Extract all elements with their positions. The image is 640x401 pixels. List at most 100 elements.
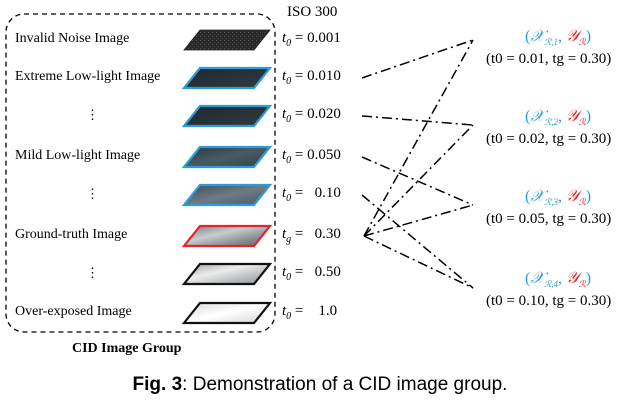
input-subscript: ℛ,2 bbox=[544, 117, 559, 128]
exposure-number: = 0.001 bbox=[291, 30, 341, 46]
connector-line-2 bbox=[363, 39, 474, 237]
exposure-number: = 0.50 bbox=[291, 264, 341, 280]
connector-lines bbox=[361, 39, 474, 289]
exposure-value: t0 = 0.10 bbox=[282, 185, 341, 204]
input-symbol: 𝒳 bbox=[530, 270, 545, 287]
open-paren: ( bbox=[525, 108, 531, 125]
exposure-symbol: t bbox=[282, 106, 287, 122]
exposure-value: t0 = 0.001 bbox=[282, 30, 341, 49]
pair-label: (𝒳ℛ,1, 𝒴ℛ) bbox=[525, 28, 591, 48]
exposure-number: = 1.0 bbox=[291, 303, 338, 319]
exposure-subscript: 0 bbox=[286, 272, 292, 283]
exposure-number: = 0.020 bbox=[291, 106, 341, 122]
exposure-symbol: t bbox=[282, 185, 287, 201]
target-subscript: ℛ bbox=[578, 279, 586, 290]
input-subscript: ℛ,1 bbox=[544, 37, 559, 48]
open-paren: ( bbox=[525, 188, 531, 205]
target-symbol: 𝒴 bbox=[566, 108, 579, 125]
exposure-number: = 0.050 bbox=[291, 147, 341, 163]
connector-line-6 bbox=[363, 204, 474, 237]
row-label: Mild Low-light Image bbox=[15, 148, 141, 163]
figure-caption: Fig. 3: Demonstration of a CID image gro… bbox=[0, 374, 640, 396]
exposure-subscript: 0 bbox=[286, 38, 292, 49]
close-paren: ) bbox=[585, 28, 592, 45]
pair-parameters: (t0 = 0.05, tg = 0.30) bbox=[486, 211, 612, 227]
ellipsis-dots: ⋮ bbox=[86, 107, 99, 122]
image-plane-1 bbox=[183, 29, 271, 51]
pair-parameters: (t0 = 0.02, tg = 0.30) bbox=[486, 131, 612, 147]
exposure-value: t0 = 0.010 bbox=[282, 68, 341, 87]
open-paren: ( bbox=[525, 270, 531, 287]
exposure-value: t0 = 1.0 bbox=[282, 303, 337, 322]
exposure-subscript: 0 bbox=[286, 311, 292, 322]
row-label: Extreme Low-light Image bbox=[15, 69, 161, 84]
exposure-value: tg = 0.30 bbox=[282, 226, 341, 245]
close-paren: ) bbox=[585, 270, 592, 287]
exposure-value: t0 = 0.020 bbox=[282, 106, 341, 125]
connector-line-4 bbox=[363, 124, 474, 237]
caption-text: : Demonstration of a CID image group. bbox=[182, 374, 508, 395]
target-subscript: ℛ bbox=[578, 37, 586, 48]
open-paren: ( bbox=[525, 28, 531, 45]
comma: , bbox=[558, 188, 567, 205]
iso-label: ISO 300 bbox=[287, 4, 338, 20]
target-subscript: ℛ bbox=[578, 197, 586, 208]
input-symbol: 𝒳 bbox=[530, 108, 545, 125]
connector-line-1 bbox=[361, 39, 474, 79]
exposure-subscript: g bbox=[286, 234, 292, 245]
exposure-number: = 0.10 bbox=[291, 185, 341, 201]
input-subscript: ℛ,4 bbox=[544, 279, 559, 290]
target-subscript: ℛ bbox=[578, 117, 586, 128]
row-label: Ground-truth Image bbox=[15, 227, 128, 242]
input-symbol: 𝒳 bbox=[530, 28, 545, 45]
connector-line-5 bbox=[361, 156, 474, 206]
connector-line-7 bbox=[361, 194, 474, 289]
comma: , bbox=[558, 270, 567, 287]
cid-group-box bbox=[5, 13, 276, 333]
exposure-symbol: t bbox=[282, 226, 287, 242]
caption-prefix: Fig. 3 bbox=[132, 374, 183, 395]
image-plane-6 bbox=[181, 224, 273, 248]
group-title: CID Image Group bbox=[72, 341, 182, 356]
exposure-symbol: t bbox=[282, 147, 287, 163]
image-plane-4 bbox=[181, 145, 273, 169]
exposure-symbol: t bbox=[282, 264, 287, 280]
image-plane-3 bbox=[181, 104, 273, 128]
exposure-symbol: t bbox=[282, 30, 287, 46]
pair-label: (𝒳ℛ,2, 𝒴ℛ) bbox=[525, 108, 591, 128]
image-plane-7 bbox=[181, 262, 273, 286]
target-symbol: 𝒴 bbox=[566, 188, 579, 205]
comma: , bbox=[558, 28, 567, 45]
pair-parameters: (t0 = 0.01, tg = 0.30) bbox=[486, 51, 612, 67]
pair-label: (𝒳ℛ,3, 𝒴ℛ) bbox=[525, 188, 591, 208]
row-label: Invalid Noise Image bbox=[15, 31, 130, 46]
exposure-value: t0 = 0.50 bbox=[282, 264, 341, 283]
image-plane-8 bbox=[181, 301, 273, 325]
exposure-value: t0 = 0.050 bbox=[282, 147, 341, 166]
image-plane-2 bbox=[181, 66, 273, 90]
pair-label: (𝒳ℛ,4, 𝒴ℛ) bbox=[525, 270, 591, 290]
exposure-subscript: 0 bbox=[286, 193, 292, 204]
exposure-symbol: t bbox=[282, 303, 287, 319]
target-symbol: 𝒴 bbox=[566, 270, 579, 287]
ellipsis-dots: ⋮ bbox=[86, 186, 99, 201]
exposure-subscript: 0 bbox=[286, 76, 292, 87]
close-paren: ) bbox=[585, 188, 592, 205]
comma: , bbox=[558, 108, 567, 125]
image-plane-5 bbox=[181, 183, 273, 207]
exposure-subscript: 0 bbox=[286, 114, 292, 125]
close-paren: ) bbox=[585, 108, 592, 125]
pair-parameters: (t0 = 0.10, tg = 0.30) bbox=[486, 293, 612, 309]
connector-line-3 bbox=[361, 115, 474, 126]
image-planes bbox=[181, 29, 273, 325]
ellipsis-dots: ⋮ bbox=[86, 265, 99, 280]
exposure-number: = 0.010 bbox=[291, 68, 341, 84]
input-subscript: ℛ,3 bbox=[544, 197, 559, 208]
row-label: Over-exposed Image bbox=[15, 304, 132, 319]
target-symbol: 𝒴 bbox=[566, 28, 579, 45]
exposure-symbol: t bbox=[282, 68, 287, 84]
connector-line-8 bbox=[363, 235, 474, 289]
input-symbol: 𝒳 bbox=[530, 188, 545, 205]
